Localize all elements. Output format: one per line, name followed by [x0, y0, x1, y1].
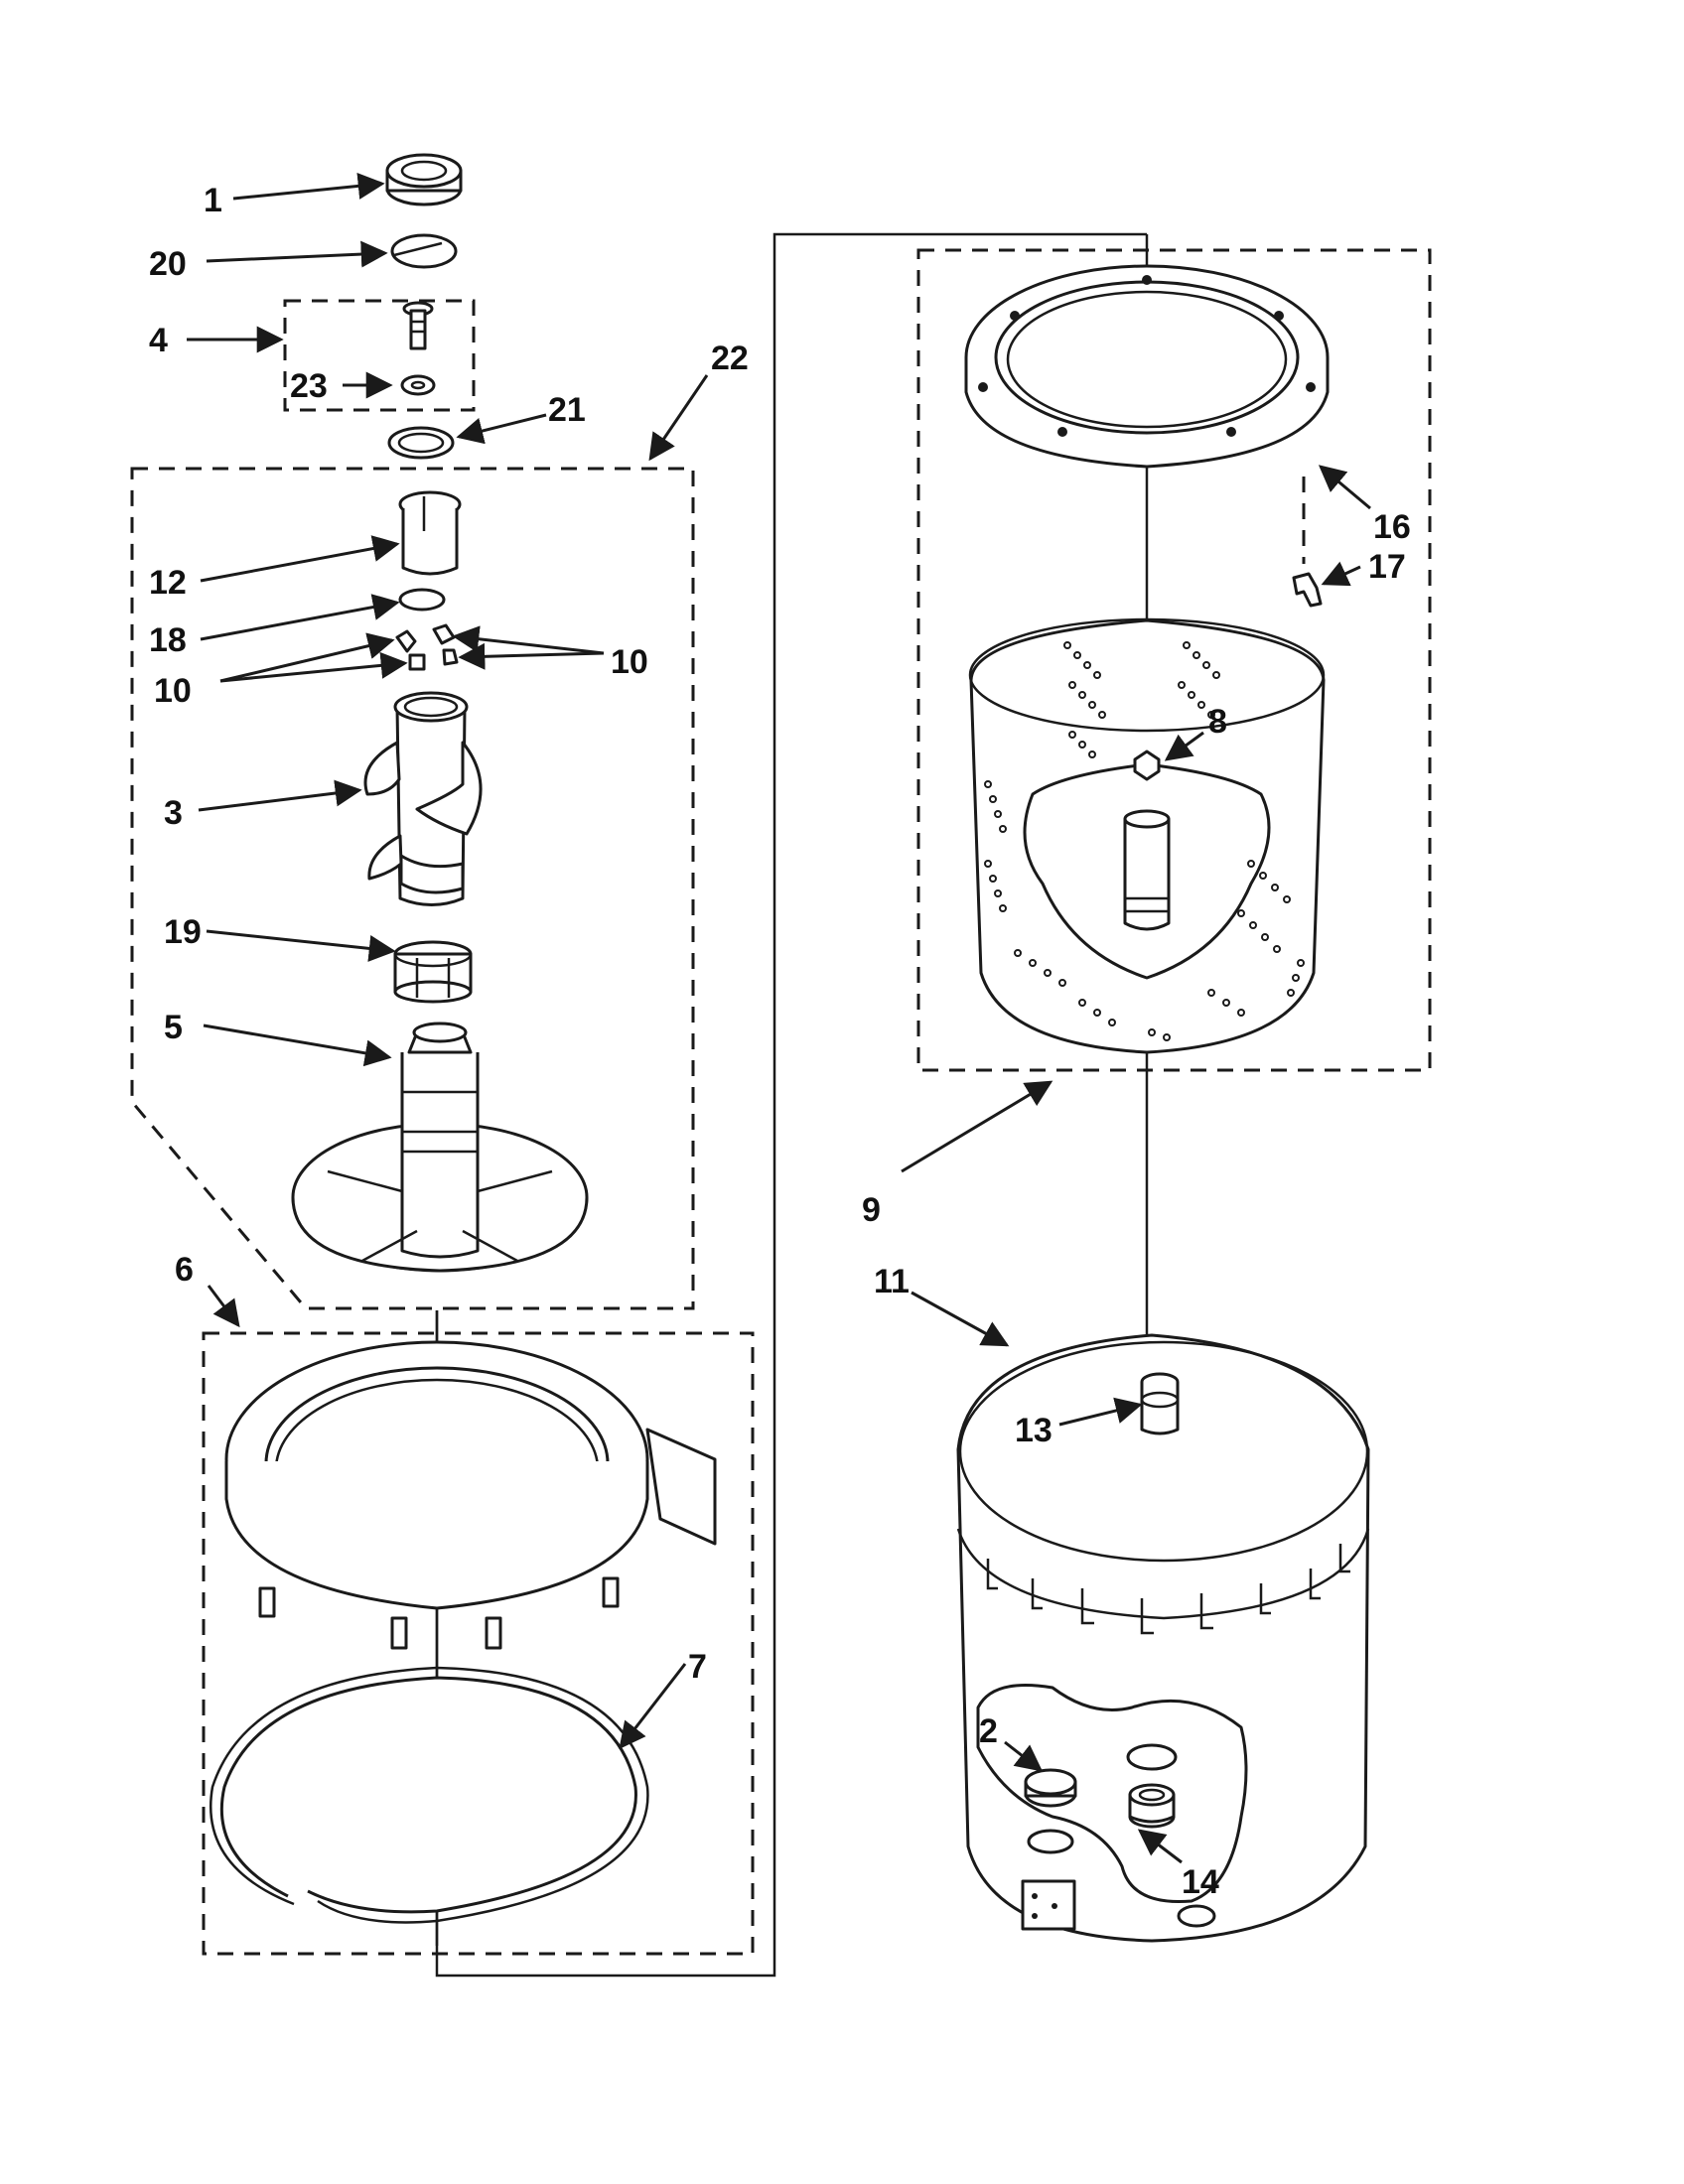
callout-6: 6 — [175, 1251, 194, 1289]
callout-13: 13 — [1015, 1412, 1052, 1449]
callout-5: 5 — [164, 1009, 183, 1046]
group-box-6 — [202, 1331, 755, 1956]
agitator-base-part — [291, 1022, 589, 1273]
callout-21: 21 — [548, 391, 586, 429]
tub-ring-part — [224, 1340, 717, 1650]
agitator-auger-part — [363, 691, 483, 906]
callout-1: 1 — [204, 182, 222, 219]
callout-23: 23 — [290, 367, 328, 405]
agitator-cam-part — [398, 490, 462, 576]
outer-tub-part — [956, 1333, 1370, 1943]
callout-10-left: 10 — [154, 672, 192, 710]
group-box-22 — [130, 467, 695, 1310]
agitator-bolt-part — [402, 301, 434, 350]
drain-fitting-part — [1128, 1783, 1176, 1829]
callout-4: 4 — [149, 322, 168, 359]
agitator-dogs-part — [395, 623, 459, 671]
callout-14: 14 — [1182, 1863, 1219, 1901]
callout-18: 18 — [149, 621, 187, 659]
snap-ring-part — [209, 1666, 649, 1924]
tub-plug-part — [1024, 1768, 1077, 1808]
callout-16: 16 — [1373, 508, 1411, 546]
basket-perforations — [984, 641, 1305, 1041]
callout-2: 2 — [979, 1712, 998, 1750]
callout-arrows — [187, 172, 1371, 1864]
callout-9: 9 — [862, 1191, 881, 1229]
ring-clip-part — [1292, 572, 1323, 608]
callout-19: 19 — [164, 913, 202, 951]
callout-20: 20 — [149, 245, 187, 283]
callout-17: 17 — [1368, 548, 1406, 586]
group-box-9 — [916, 248, 1432, 1072]
o-ring-part — [387, 426, 455, 460]
cap-insert-part — [390, 233, 458, 269]
callout-11: 11 — [874, 1263, 910, 1300]
wash-basket-part — [968, 617, 1326, 1054]
callout-22: 22 — [711, 340, 749, 377]
tub-hub-part — [1140, 1372, 1180, 1435]
group-box-4 — [283, 299, 476, 412]
bolt-washer-part — [400, 374, 436, 396]
drive-adapter-part — [393, 940, 473, 1004]
callout-12: 12 — [149, 564, 187, 602]
seal-ring-part — [398, 588, 446, 612]
callout-8: 8 — [1208, 703, 1227, 741]
callout-10-right: 10 — [611, 643, 648, 681]
callout-7: 7 — [688, 1648, 707, 1686]
callout-3: 3 — [164, 794, 183, 832]
basket-balance-ring-part — [964, 264, 1330, 469]
agitator-cap-part — [385, 153, 463, 206]
